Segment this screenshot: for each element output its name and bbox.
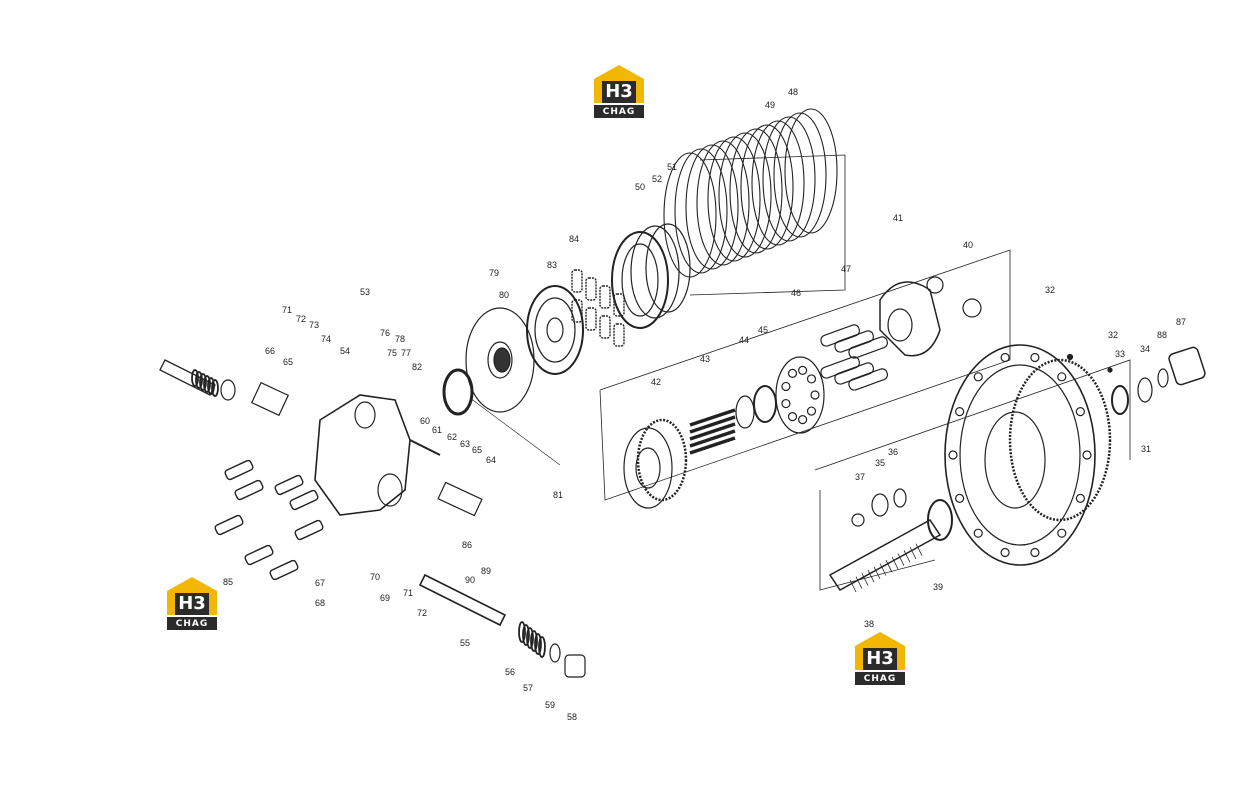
callout-label: 51 [667, 162, 677, 172]
callout-label: 43 [700, 354, 710, 364]
callout-label: 74 [321, 334, 331, 344]
callout-label: 67 [315, 578, 325, 588]
callout-labels: 48 49 50 52 51 84 79 83 80 41 40 47 46 45 44 43 42 53 71 72… [223, 87, 1186, 722]
callout-label: 35 [875, 458, 885, 468]
callout-label: 52 [652, 174, 662, 184]
callout-label: 87 [1176, 317, 1186, 327]
callout-label: 69 [380, 593, 390, 603]
housing-31 [814, 344, 1131, 566]
logo-sub-text: CHAG [602, 107, 636, 117]
callout-label: 66 [265, 346, 275, 356]
callout-label: 31 [1141, 444, 1151, 454]
callout-label: 65 [283, 357, 293, 367]
callout-label: 61 [432, 425, 442, 435]
callout-label: 37 [855, 472, 865, 482]
callout-label: 57 [523, 683, 533, 693]
logo-sub-text: CHAG [175, 619, 209, 629]
spring-pack [663, 108, 846, 296]
callout-label: 73 [309, 320, 319, 330]
logo-main-text: H3 [866, 648, 894, 669]
callout-label: 32 [1108, 330, 1118, 340]
shaft-38 [819, 488, 953, 593]
brand-logo-top: H3 CHAG [588, 63, 650, 119]
cylinder-group [599, 249, 1011, 509]
callout-label: 72 [417, 608, 427, 618]
callout-label: 80 [499, 290, 509, 300]
small-springs-84 [571, 269, 625, 347]
callout-label: 48 [788, 87, 798, 97]
callout-label: 58 [567, 712, 577, 722]
callout-label: 71 [403, 588, 413, 598]
callout-label: 82 [412, 362, 422, 372]
callout-label: 76 [380, 328, 390, 338]
callout-label: 40 [963, 240, 973, 250]
callout-label: 90 [465, 575, 475, 585]
logo-sub-text: CHAG [863, 674, 897, 684]
bearing-parts [1066, 346, 1206, 415]
disc-79 [465, 307, 535, 413]
callout-label: 89 [481, 566, 491, 576]
callout-label: 86 [462, 540, 472, 550]
callout-label: 39 [933, 582, 943, 592]
callout-label: 84 [569, 234, 579, 244]
callout-label: 34 [1140, 344, 1150, 354]
callout-label: 45 [758, 325, 768, 335]
callout-label: 53 [360, 287, 370, 297]
callout-label: 59 [545, 700, 555, 710]
callout-label: 68 [315, 598, 325, 608]
callout-label: 46 [791, 288, 801, 298]
brand-logo-bottom: H3 CHAG [849, 630, 911, 686]
callout-label: 81 [553, 490, 563, 500]
callout-label: 49 [765, 100, 775, 110]
callout-label: 55 [460, 638, 470, 648]
callout-label: 36 [888, 447, 898, 457]
callout-label: 54 [340, 346, 350, 356]
logo-main-text: H3 [605, 81, 633, 102]
callout-label: 47 [841, 264, 851, 274]
callout-label: 85 [223, 577, 233, 587]
callout-label: 44 [739, 335, 749, 345]
cover-53 [159, 359, 586, 678]
callout-label: 72 [296, 314, 306, 324]
callout-label: 71 [282, 305, 292, 315]
callout-label: 70 [370, 572, 380, 582]
callout-label: 78 [395, 334, 405, 344]
callout-label: 60 [420, 416, 430, 426]
callout-label: 64 [486, 455, 496, 465]
callout-label: 62 [447, 432, 457, 442]
friction-plates [611, 223, 691, 329]
callout-label: 79 [489, 268, 499, 278]
callout-label: 42 [651, 377, 661, 387]
callout-label: 88 [1157, 330, 1167, 340]
callout-label: 75 [387, 348, 397, 358]
callout-label: 33 [1115, 349, 1125, 359]
callout-label: 65 [472, 445, 482, 455]
logo-main-text: H3 [178, 593, 206, 614]
callout-label: 63 [460, 439, 470, 449]
callout-label: 38 [864, 619, 874, 629]
callout-label: 77 [401, 348, 411, 358]
plate-83 [526, 285, 584, 375]
callout-label: 41 [893, 213, 903, 223]
brand-logo-left: H3 CHAG [161, 575, 223, 631]
callout-label: 56 [505, 667, 515, 677]
callout-label: 83 [547, 260, 557, 270]
callout-label: 32 [1045, 285, 1055, 295]
callout-label: 50 [635, 182, 645, 192]
